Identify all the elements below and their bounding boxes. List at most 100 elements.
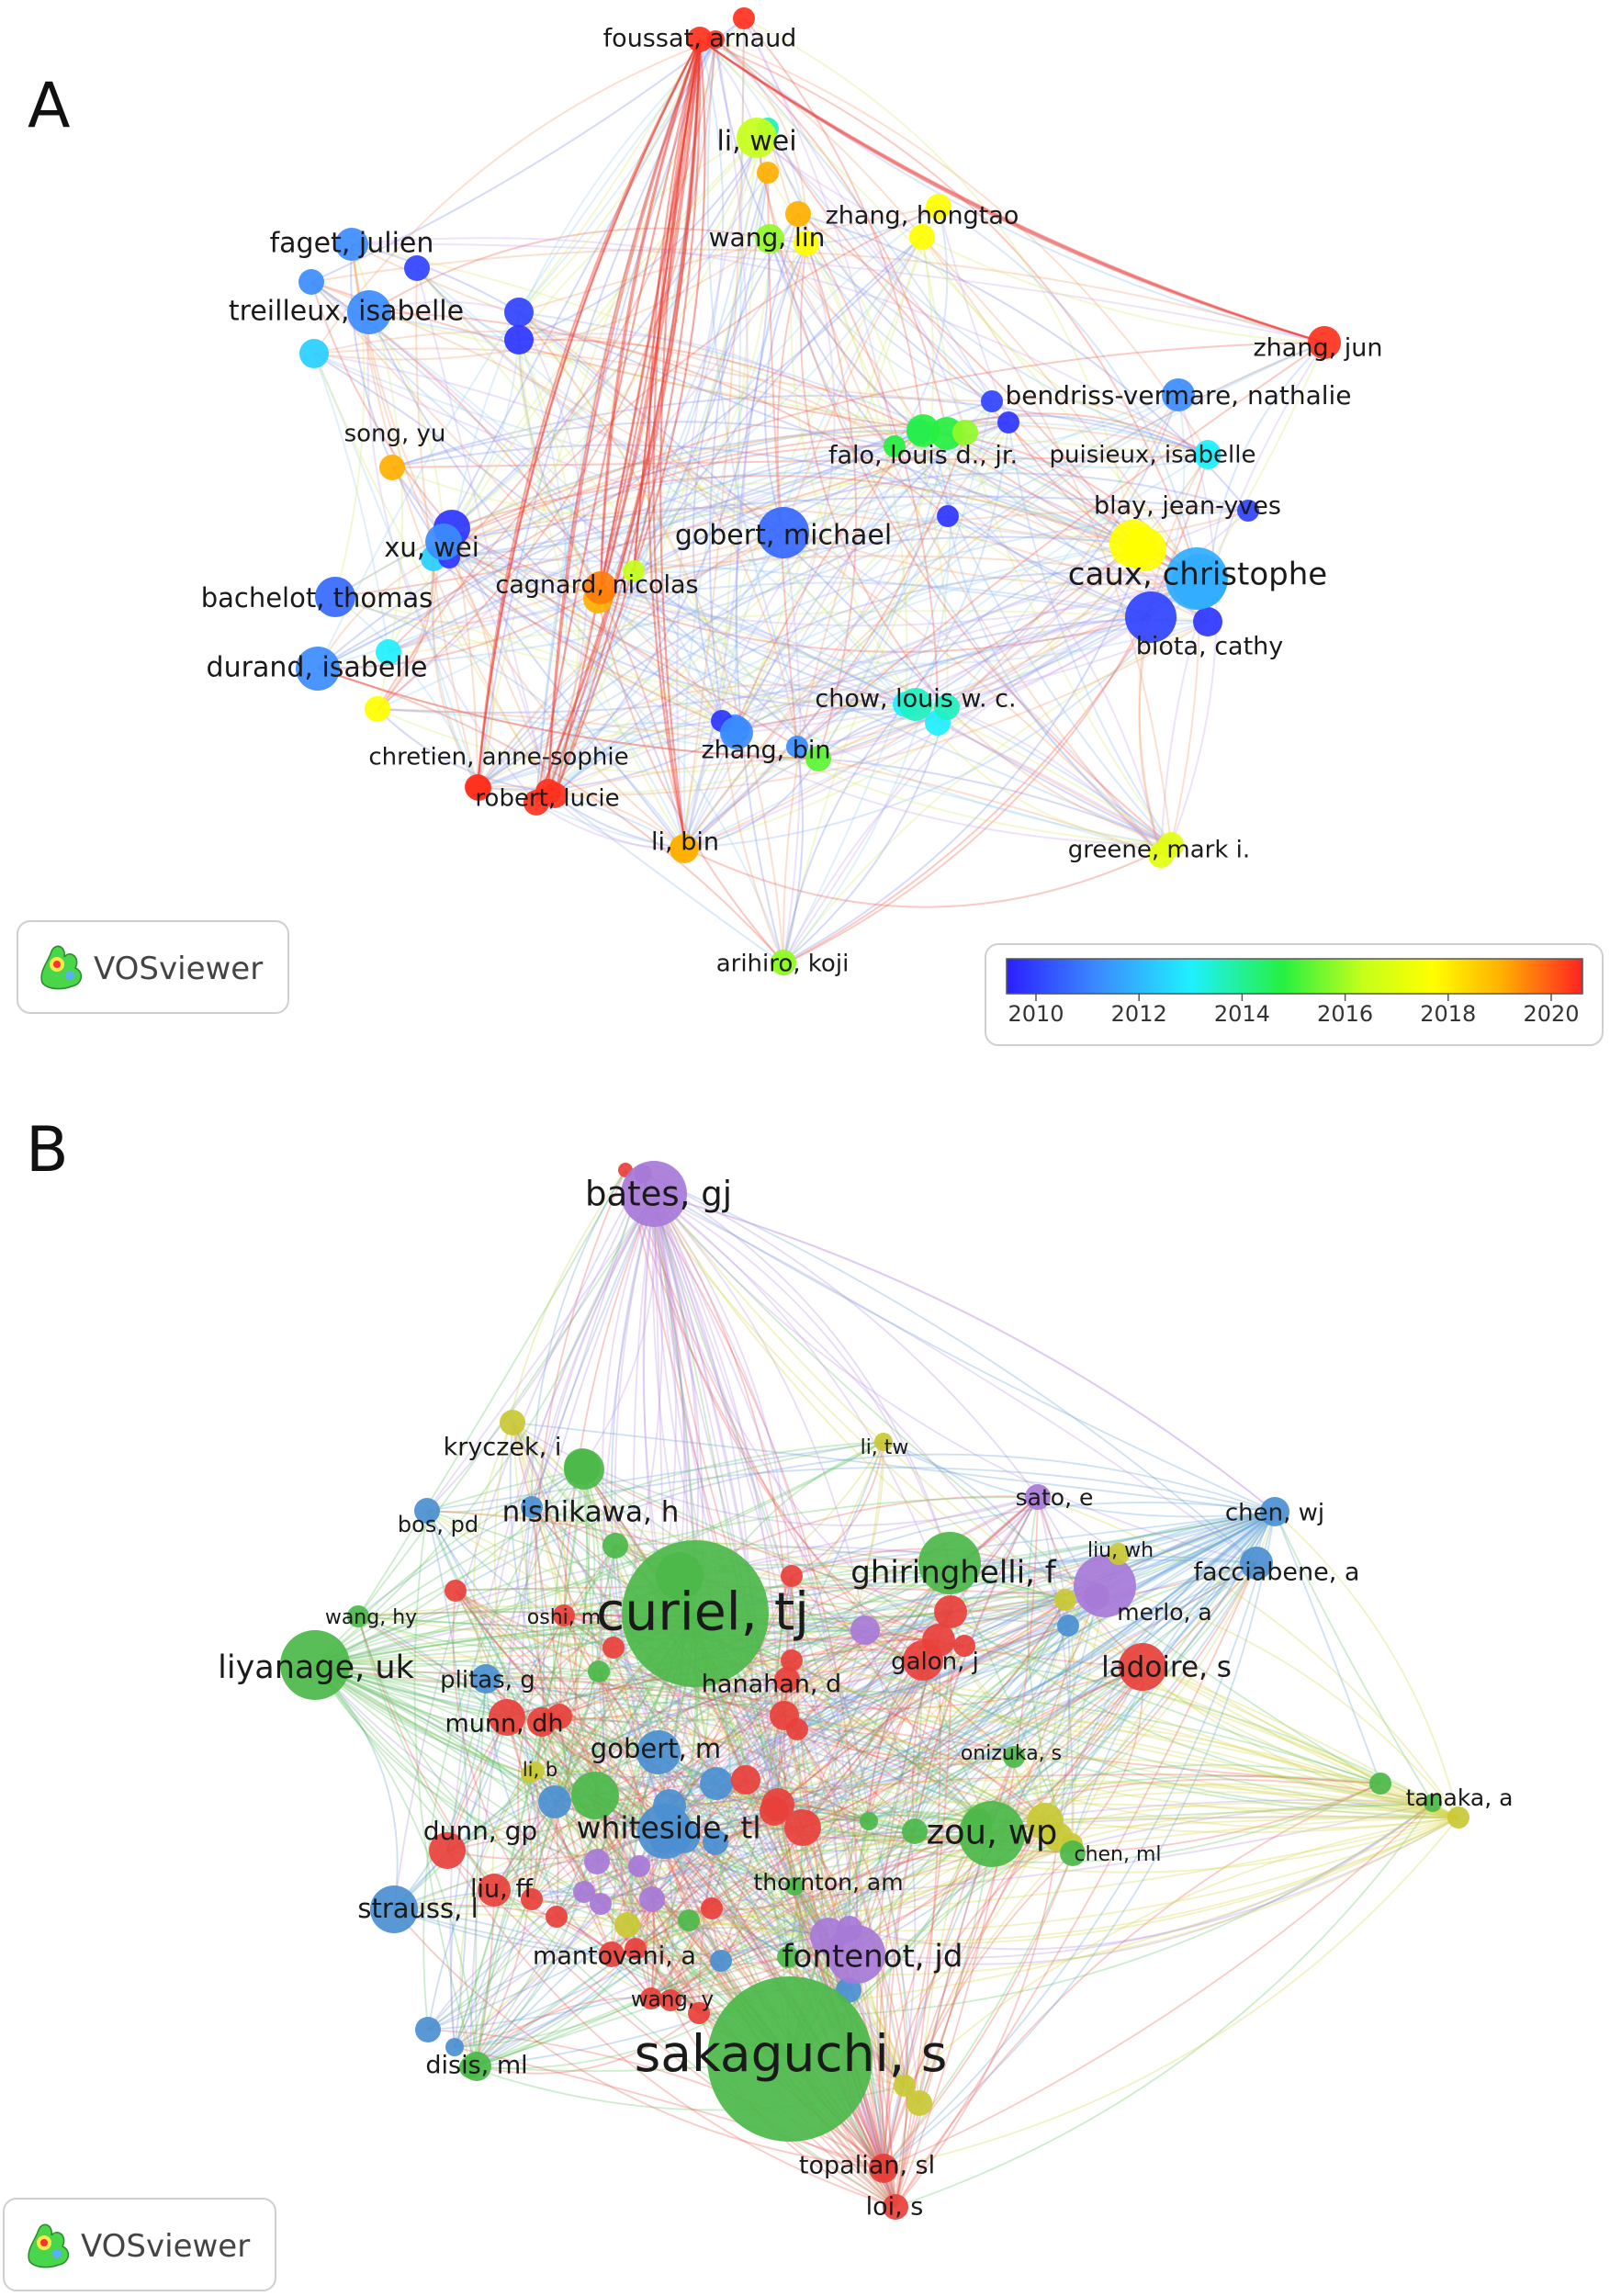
- author-node: [623, 560, 645, 582]
- link-edge: [796, 1511, 1276, 1730]
- author-node: [926, 194, 951, 219]
- colorbar-tick-2018: 2018: [1420, 1001, 1476, 1027]
- author-label-facciabene-a: facciabene, a: [1194, 1559, 1360, 1587]
- link-edge: [734, 543, 1134, 730]
- link-edge: [314, 1631, 924, 1666]
- link-edge: [518, 39, 701, 313]
- link-edge: [796, 616, 1152, 748]
- link-edge: [653, 1193, 951, 1613]
- link-edge: [518, 311, 798, 748]
- link-edge: [802, 1814, 978, 1829]
- link-edge: [357, 1169, 626, 1617]
- link-edge: [782, 548, 1145, 963]
- link-edge: [451, 172, 769, 529]
- link-edge: [633, 206, 940, 572]
- link-edge: [947, 515, 1152, 618]
- link-edge: [433, 557, 906, 705]
- link-edge: [1138, 452, 1209, 856]
- link-edge: [921, 236, 1172, 846]
- link-edge: [426, 1193, 655, 1512]
- link-edge: [377, 242, 807, 710]
- link-edge: [611, 1817, 1459, 1955]
- link-edge: [427, 1927, 829, 2031]
- author-node-plitas-g: [471, 1664, 501, 1694]
- colorbar-tick-2010: 2010: [1008, 1001, 1064, 1027]
- link-edge: [531, 1553, 1120, 1900]
- link-edge: [699, 39, 1325, 344]
- link-edge: [368, 311, 949, 517]
- link-edge: [715, 39, 993, 402]
- link-edge: [506, 1511, 1276, 1718]
- link-edge: [597, 598, 1172, 846]
- link-edge: [455, 1590, 722, 1962]
- link-edge: [512, 1422, 920, 2104]
- link-edge: [633, 472, 1249, 572]
- author-label-onizuka-s: onizuka, s: [961, 1742, 1062, 1765]
- link-edge: [518, 311, 948, 708]
- author-label-dunn-gp: dunn, gp: [423, 1816, 537, 1846]
- link-edge: [518, 311, 737, 734]
- link-edge: [699, 39, 1325, 343]
- link-edge: [377, 557, 435, 710]
- author-label-li-tw: li, tw: [861, 1436, 909, 1459]
- link-edge: [535, 39, 702, 804]
- link-edge: [535, 137, 758, 804]
- link-edge: [664, 1562, 951, 1832]
- link-edge: [366, 311, 537, 804]
- colorbar-tick-2020: 2020: [1523, 1001, 1579, 1027]
- author-node: [504, 325, 534, 355]
- author-label-biota-cathy: biota, cathy: [1136, 633, 1284, 661]
- link-edge: [791, 1660, 1459, 1818]
- link-edge: [553, 39, 702, 796]
- link-edge: [694, 1511, 1276, 1629]
- link-edge: [651, 1625, 1069, 1900]
- author-node-sato-e: [1025, 1484, 1051, 1510]
- link-edge: [782, 616, 1152, 965]
- link-edge: [478, 532, 784, 789]
- link-edge: [393, 1908, 613, 1955]
- link-edge: [688, 1791, 1459, 1921]
- link-edge: [635, 1562, 1257, 1950]
- link-edge: [368, 311, 966, 433]
- link-edge: [685, 844, 1172, 908]
- author-label-arihiro-koji: arihiro, koji: [716, 951, 850, 978]
- link-edge: [632, 39, 706, 572]
- author-node: [953, 1635, 975, 1657]
- link-edge: [357, 1615, 1459, 1818]
- link-edge: [478, 17, 745, 789]
- link-edge: [633, 570, 723, 722]
- link-edge: [476, 1511, 1276, 2067]
- link-edge: [883, 1802, 1434, 2169]
- link-edge: [452, 1590, 533, 1900]
- link-edge: [1104, 1585, 1459, 1818]
- link-edge: [786, 1679, 1459, 1829]
- link-edge: [547, 128, 769, 793]
- link-edge: [531, 1467, 1276, 1513]
- link-edge: [1008, 422, 1198, 580]
- link-edge: [694, 1511, 1276, 1615]
- link-edge: [991, 398, 1209, 457]
- link-edge: [512, 1422, 567, 1616]
- link-edge: [413, 1510, 478, 2067]
- link-edge: [734, 213, 836, 730]
- author-node-greene-mark-i: [1158, 832, 1184, 858]
- link-edge: [790, 213, 917, 705]
- link-edge: [455, 1590, 870, 1822]
- author-node-chen-wj: [1260, 1497, 1289, 1526]
- link-edge: [597, 598, 784, 963]
- link-edge: [416, 267, 549, 793]
- link-edge: [535, 543, 1134, 804]
- author-node-zou-wp: [959, 1801, 1025, 1867]
- link-edge: [477, 548, 1145, 788]
- link-edge: [334, 422, 1009, 598]
- author-label-gobert-m: gobert, m: [591, 1733, 721, 1764]
- link-edge: [426, 1510, 1459, 1818]
- link-edge: [476, 1562, 1257, 2067]
- author-node: [794, 231, 819, 256]
- link-edge: [694, 1511, 1276, 1632]
- link-edge: [791, 1441, 884, 1577]
- link-edge: [773, 1575, 795, 1887]
- link-edge: [431, 557, 478, 788]
- link-edge: [583, 1511, 1276, 1893]
